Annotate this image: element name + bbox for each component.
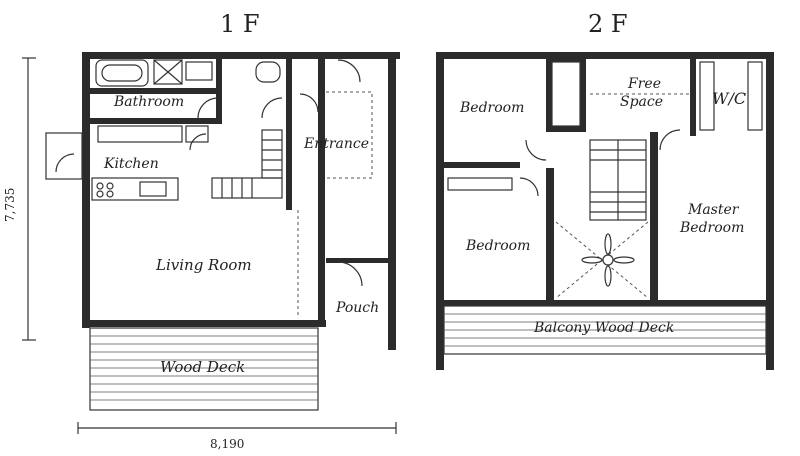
washer: [185, 125, 209, 143]
dimension-width-label: 8,190: [210, 437, 244, 451]
master-door-swing: [659, 129, 681, 151]
wall-wic-left: [690, 56, 696, 136]
bay-door-swing: [55, 153, 75, 173]
toilet-door-swing: [261, 97, 283, 119]
wall-left-2f: [436, 52, 444, 370]
wood-deck-1f: [89, 327, 319, 411]
wall-bottom-1f: [82, 320, 326, 327]
label-bedroom-bottom: Bedroom: [465, 238, 530, 254]
label-pouch: Pouch: [335, 300, 379, 316]
staircase-1f: [211, 129, 283, 199]
dimension-height-label: 7,735: [3, 188, 17, 222]
wall-right-1f: [388, 52, 396, 350]
hall-door-swing: [299, 93, 319, 113]
stove-burner: [96, 182, 104, 190]
wall-balcony-line: [436, 300, 774, 306]
pouch-door-swing: [337, 261, 363, 287]
wall-top-1f: [82, 52, 400, 59]
washbasin: [185, 61, 213, 81]
floor-label-1f: 1 F: [220, 10, 260, 38]
wall-center-left: [546, 168, 554, 302]
label-free: Free: [627, 76, 661, 92]
label-master: Master: [687, 202, 740, 218]
wic-shelf-left: [699, 61, 715, 131]
label-space: Space: [620, 94, 663, 110]
stove-burner: [106, 182, 114, 190]
pouch-wall: [326, 258, 388, 263]
bedroom-door-swing: [525, 139, 547, 161]
stove-burner: [96, 190, 104, 198]
wall-bath-bottom: [90, 118, 220, 124]
wall-bedroom-divider: [444, 162, 520, 168]
kitchen-sink: [139, 181, 167, 197]
wall-hall-right: [286, 56, 292, 210]
floor-label-2f: 2 F: [588, 10, 628, 38]
closet-bottom: [447, 177, 513, 191]
wall-left-1f: [82, 52, 90, 328]
closet-top: [551, 61, 581, 127]
staircase-2f: [589, 139, 647, 221]
utility-shelf: [97, 125, 183, 143]
label-kitchen: Kitchen: [103, 156, 159, 172]
label-master-bedroom: Bedroom: [679, 220, 744, 236]
stove-burner: [106, 190, 114, 198]
label-entrance: Entrance: [303, 136, 369, 152]
wic-shelf-right: [747, 61, 763, 131]
wall-right-2f: [766, 52, 774, 370]
second-floor-plan: 2 F Bedroom Free Space W/C Bedroom Maste…: [436, 10, 774, 370]
entrance-step: [326, 91, 373, 179]
bath-door-swing: [197, 97, 219, 119]
utility-door-swing: [189, 133, 207, 151]
label-bathroom: Bathroom: [113, 94, 184, 110]
dimension-width: 8,190: [77, 422, 397, 451]
kitchen-bay: [45, 132, 83, 180]
label-living-room: Living Room: [155, 256, 252, 274]
wall-center-right: [650, 132, 658, 302]
wall-top-2f: [436, 52, 774, 59]
wall-bath-right: [216, 56, 222, 124]
bathtub-basin: [101, 64, 143, 82]
label-wic: W/C: [712, 89, 746, 108]
label-balcony-wood-deck: Balcony Wood Deck: [533, 320, 674, 336]
bedroom2-door-swing: [519, 177, 539, 197]
toilet: [255, 61, 281, 83]
wall-inner-right-1f: [318, 52, 325, 327]
entrance-closet-door: [337, 59, 361, 83]
dimension-height: 7,735: [3, 57, 36, 341]
label-bedroom-top: Bedroom: [459, 100, 524, 116]
void-ceiling-fan: [555, 221, 649, 299]
first-floor-plan: 1 F Bathroom Kitchen Entrance Living Roo…: [45, 10, 400, 411]
balcony-wood-deck: [443, 305, 767, 355]
wall-bath-top: [90, 88, 220, 94]
label-wood-deck: Wood Deck: [160, 358, 245, 376]
